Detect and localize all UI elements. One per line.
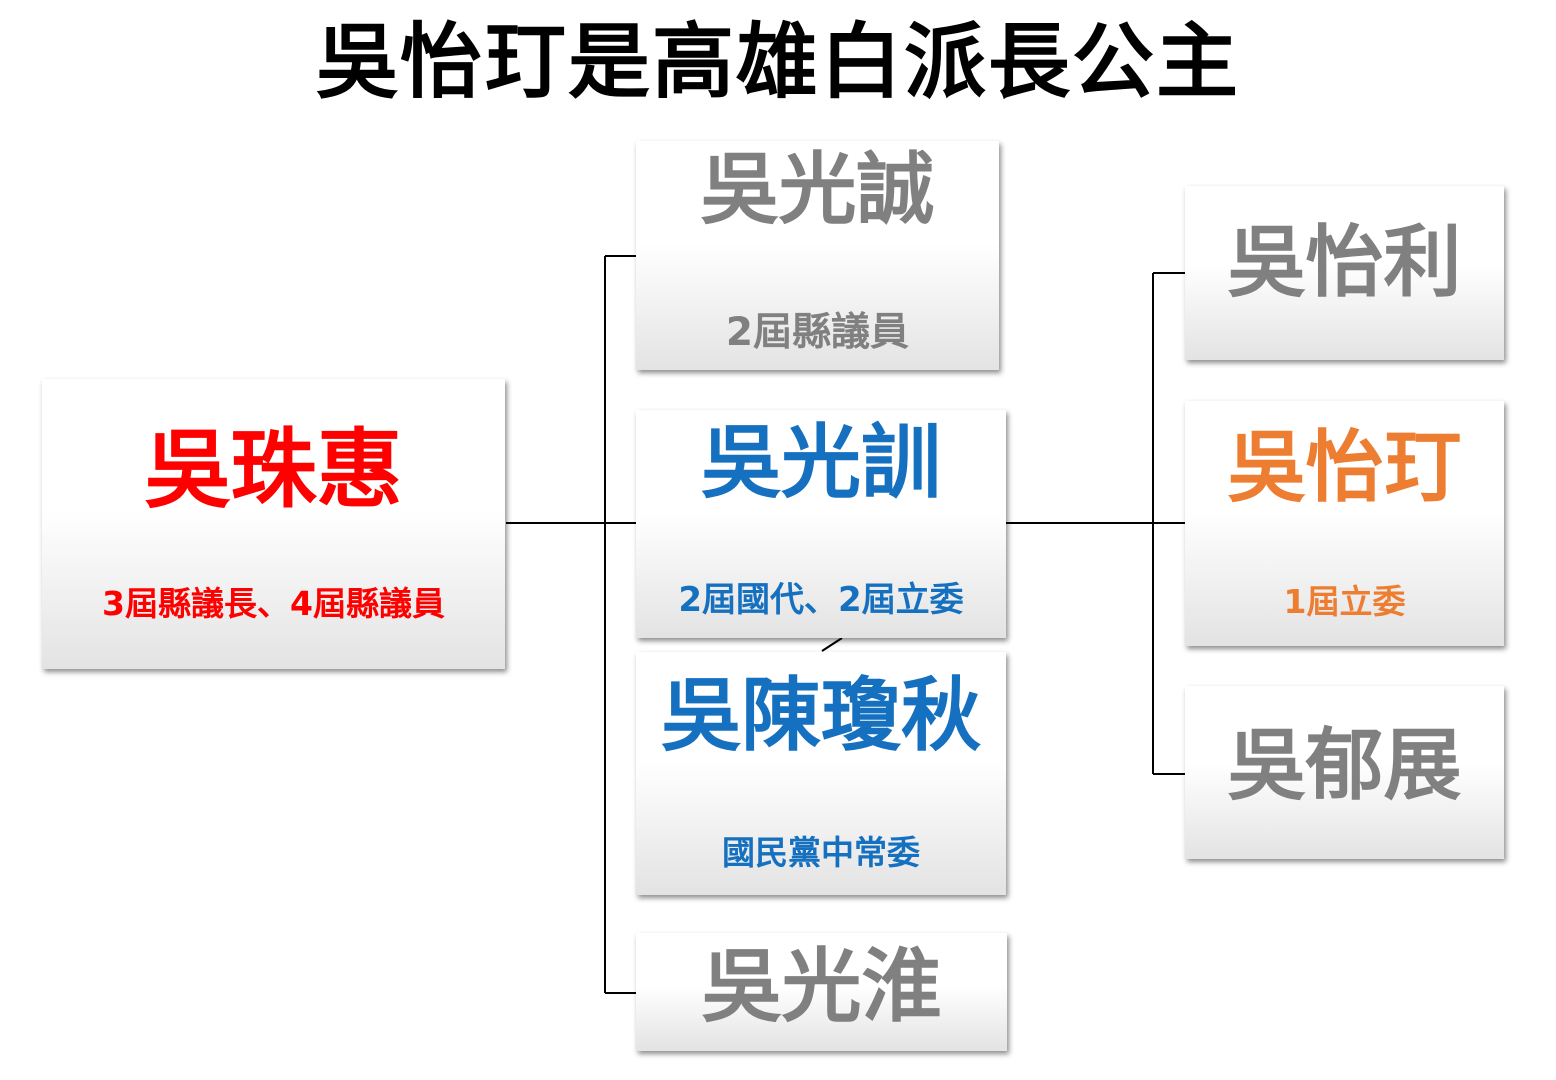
node-role: 國民黨中常委 [722,833,920,872]
node-role: 3屆縣議長、4屆縣議員 [102,584,445,623]
node-name: 吳珠惠 [144,420,403,520]
node-role: 2屆縣議員 [725,310,910,355]
connector-spouse [821,637,843,652]
node-name: 吳陳瓊秋 [661,669,981,762]
node-wu-guangxun: 吳光訓 2屆國代、2屆立委 [636,410,1006,638]
node-name: 吳怡玎 [1227,423,1462,513]
node-wu-chen-qiongqiu: 吳陳瓊秋 國民黨中常委 [636,652,1006,895]
node-wu-guanghuai: 吳光淮 [636,933,1007,1051]
diagram-title: 吳怡玎是高雄白派長公主 [315,15,1240,110]
node-wu-yili: 吳怡利 [1185,186,1504,360]
node-name: 吳光淮 [701,940,942,1033]
node-wu-guangcheng: 吳光誠 2屆縣議員 [636,141,999,370]
node-name: 吳光誠 [700,145,935,235]
node-name: 吳郁展 [1227,721,1462,811]
node-wu-zhuhui: 吳珠惠 3屆縣議長、4屆縣議員 [42,379,505,669]
node-name: 吳怡利 [1227,218,1462,308]
node-name: 吳光訓 [701,416,941,509]
node-role: 2屆國代、2屆立委 [678,580,964,620]
node-wu-yiting: 吳怡玎 1屆立委 [1185,401,1504,646]
node-role: 1屆立委 [1283,582,1406,621]
node-wu-yuzhan: 吳郁展 [1185,686,1504,859]
